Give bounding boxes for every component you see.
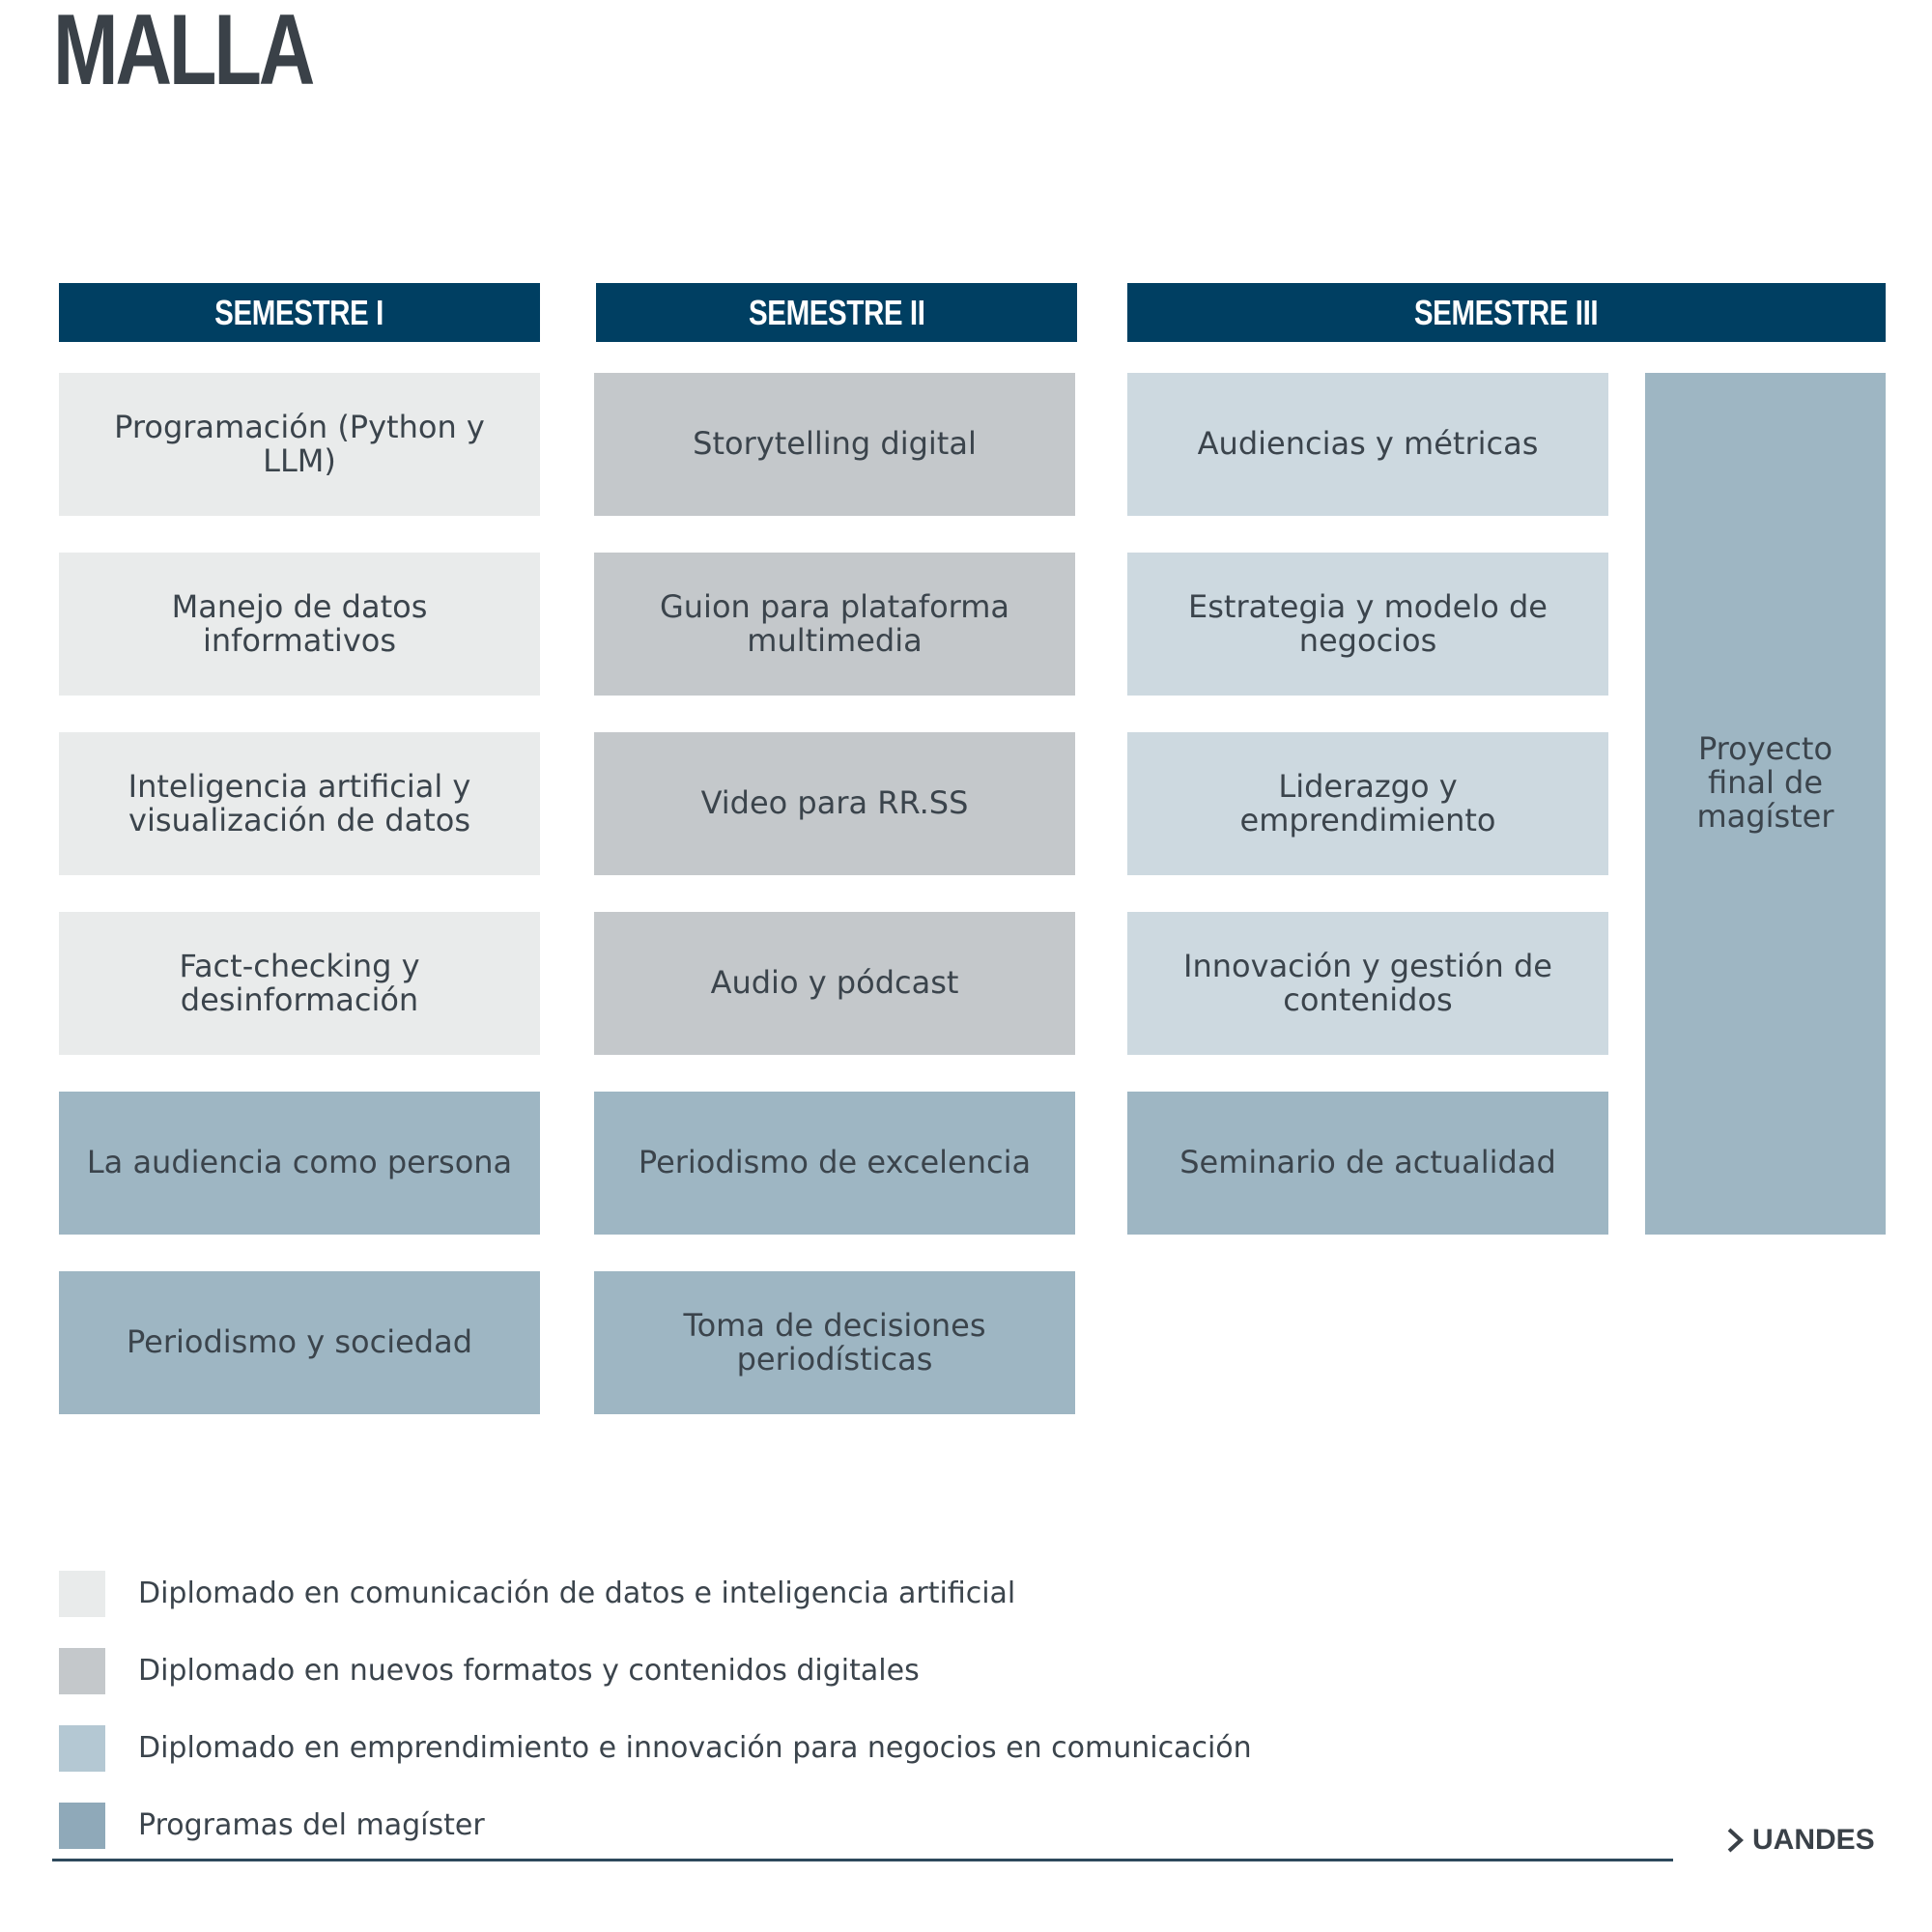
semester-header-1: SEMESTRE I [59,283,540,342]
course-cell: Manejo de datos informativos [59,553,540,696]
brand-logo: UANDES [1725,1824,1875,1857]
legend-swatch-4 [59,1803,105,1849]
final-project-cell: Proyecto final de magíster [1645,373,1886,1235]
course-cell: La audiencia como persona [59,1092,540,1235]
semester-header-label: SEMESTRE III [1414,292,1599,332]
page-title: MALLA [53,0,315,106]
course-cell: Estrategia y modelo de negocios [1127,553,1608,696]
legend-label-2: Diplomado en nuevos formatos y contenido… [138,1654,920,1688]
chevron-right-icon [1727,1828,1744,1853]
course-cell: Fact-checking y desinformación [59,912,540,1055]
course-cell: Liderazgo y emprendimiento [1127,732,1608,875]
legend-swatch-1 [59,1571,105,1617]
course-cell: Storytelling digital [594,373,1075,516]
course-cell: Periodismo y sociedad [59,1271,540,1414]
course-cell: Audio y pódcast [594,912,1075,1055]
legend-label-3: Diplomado en emprendimiento e innovación… [138,1731,1252,1765]
semester-header-2: SEMESTRE II [596,283,1077,342]
legend-swatch-3 [59,1725,105,1772]
course-cell: Guion para plataforma multimedia [594,553,1075,696]
semester-header-label: SEMESTRE II [748,292,925,332]
course-cell: Programación (Python y LLM) [59,373,540,516]
course-cell: Video para RR.SS [594,732,1075,875]
legend-swatch-2 [59,1648,105,1694]
semester-header-label: SEMESTRE I [214,292,384,332]
course-cell: Toma de decisiones periodísticas [594,1271,1075,1414]
legend-label-1: Diplomado en comunicación de datos e int… [138,1577,1016,1610]
course-cell: Inteligencia artificial y visualización … [59,732,540,875]
course-cell: Periodismo de excelencia [594,1092,1075,1235]
course-cell: Seminario de actualidad [1127,1092,1608,1235]
legend-label-4: Programas del magíster [138,1808,485,1842]
course-cell: Innovación y gestión de contenidos [1127,912,1608,1055]
semester-header-3: SEMESTRE III [1127,283,1886,342]
brand-name: UANDES [1752,1824,1875,1856]
course-cell: Audiencias y métricas [1127,373,1608,516]
footer-divider [52,1859,1673,1861]
